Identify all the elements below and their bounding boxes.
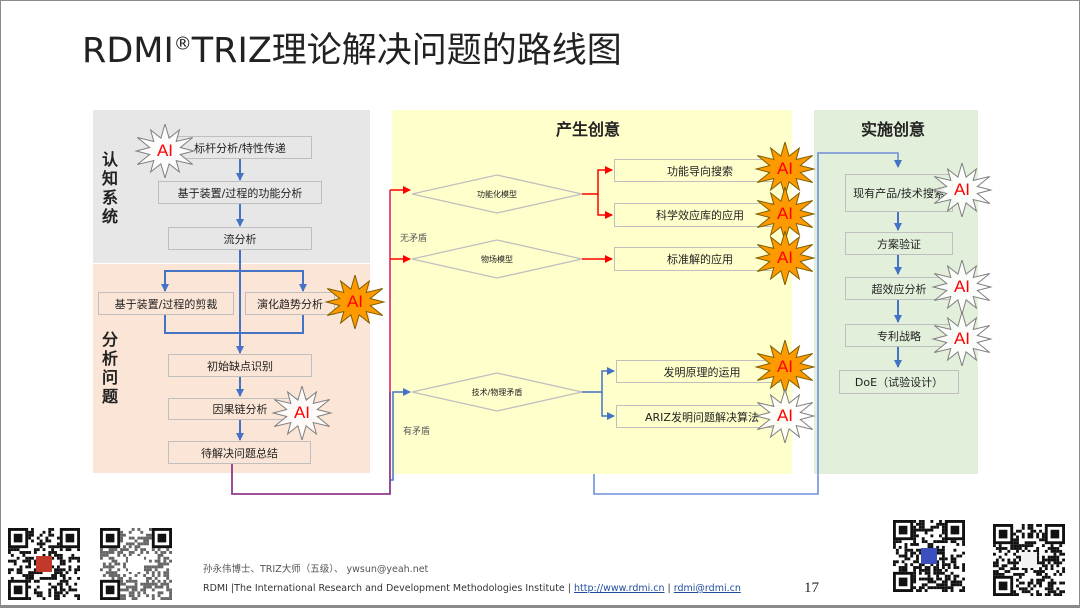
footer-separator: | — [664, 583, 674, 594]
step-patent-strategy: 专利战略 — [845, 324, 953, 347]
step-trimming: 基于装置/过程的剪裁 — [98, 292, 234, 315]
qr-pattern-icon — [8, 528, 80, 600]
starburst-icon — [931, 312, 993, 366]
tool-scientific-effects: 科学效应库的应用 — [614, 203, 786, 227]
ai-label: AI — [293, 403, 311, 422]
registered-mark: ® — [173, 33, 192, 55]
section-title-implement: 实施创意 — [861, 120, 926, 139]
website-link[interactable]: http://www.rdmi.cn — [574, 583, 665, 594]
qr-pattern-icon — [993, 524, 1065, 596]
step-problem-summary: 待解决问题总结 — [168, 441, 311, 464]
ai-label: AI — [953, 277, 971, 296]
ai-burst-standard-solutions: AI — [753, 231, 817, 285]
step-function-analysis: 基于装置/过程的功能分析 — [158, 181, 322, 204]
ai-label: AI — [776, 406, 794, 425]
ai-burst-super-effect: AI — [930, 260, 994, 314]
label-no-contradiction: 无矛盾 — [400, 234, 428, 244]
institute-line: RDMI |The International Research and Dev… — [203, 583, 741, 594]
section-label-cognize: 认知系统 — [101, 150, 118, 226]
tool-ariz: ARIZ发明问题解决算法 — [616, 405, 788, 428]
step-initial-defects: 初始缺点识别 — [168, 354, 312, 377]
ai-burst-ariz: AI — [753, 389, 817, 443]
ai-burst-inventive-principles: AI — [753, 340, 817, 394]
arrow-to-inventive-principles — [582, 367, 615, 393]
starburst-icon — [134, 124, 196, 178]
footer-rule — [0, 605, 1080, 607]
merge-from-evolution — [240, 315, 304, 334]
starburst-icon — [754, 142, 816, 196]
arrow-to-effects-db — [597, 194, 613, 219]
branch-to-trimming — [161, 270, 240, 292]
tool-standard-solutions: 标准解的应用 — [614, 247, 786, 271]
ai-burst-benchmark: AI — [133, 124, 197, 178]
arrow-to-function-search — [582, 166, 613, 195]
ai-burst-function-search: AI — [753, 142, 817, 196]
title-text: TRIZ理论解决问题的路线图 — [191, 31, 622, 71]
author-line: 孙永伟博士、TRIZ大师（五级）、 ywsun@yeah.net — [203, 564, 429, 575]
qr-pattern-icon — [893, 520, 965, 592]
step-evolution-trends: 演化趋势分析 — [245, 292, 335, 315]
ai-label: AI — [776, 159, 794, 178]
arrow-to-ariz — [601, 392, 615, 420]
arrow-to-contradiction — [390, 388, 411, 481]
step-benchmark-analysis: 标杆分析/特性传递 — [168, 136, 312, 159]
step-existing-tech-search: 现有产品/技术搜索 — [845, 174, 953, 212]
title-prefix: RDMI — [82, 31, 174, 71]
slide-title: RDMI®TRIZ理论解决问题的路线图 — [82, 22, 622, 73]
step-causal-chain: 因果链分析 — [168, 398, 312, 420]
tool-inventive-principles: 发明原理的运用 — [616, 360, 788, 383]
institute-name: RDMI |The International Research and Dev… — [203, 583, 575, 594]
step-doe: DoE（试验设计） — [839, 370, 959, 394]
qr-code-3 — [893, 520, 965, 592]
ai-label: AI — [776, 204, 794, 223]
ai-label: AI — [346, 292, 364, 311]
model-contradiction: 技术/物理矛盾 — [471, 388, 523, 397]
section-title-generate: 产生创意 — [556, 120, 621, 139]
tool-function-oriented-search: 功能导向搜索 — [614, 159, 786, 182]
starburst-icon — [931, 163, 993, 217]
ai-label: AI — [776, 357, 794, 376]
ai-label: AI — [156, 141, 174, 160]
branch-to-evolution — [240, 270, 307, 292]
starburst-icon — [754, 231, 816, 285]
starburst-icon — [754, 340, 816, 394]
label-has-contradiction: 有矛盾 — [403, 427, 431, 437]
qr-code-1 — [8, 528, 80, 600]
step-solution-verification: 方案验证 — [845, 232, 953, 255]
starburst-icon — [271, 386, 333, 440]
connector-generate-to-implement — [593, 152, 902, 495]
page-number: 17 — [804, 580, 819, 596]
starburst-icon — [324, 275, 386, 329]
qr-code-2 — [100, 528, 172, 600]
starburst-icon — [931, 260, 993, 314]
ai-label: AI — [776, 248, 794, 267]
ai-burst-effects-db: AI — [753, 187, 817, 241]
section-label-analyze: 分析问题 — [101, 330, 118, 406]
ai-burst-existing-tech: AI — [930, 163, 994, 217]
qr-code-4 — [993, 524, 1065, 596]
ai-burst-causal-chain: AI — [270, 386, 334, 440]
starburst-icon — [754, 187, 816, 241]
email-link[interactable]: rdmi@rdmi.cn — [673, 583, 741, 594]
model-function: 功能化模型 — [477, 190, 517, 199]
merge-from-trimming — [164, 315, 240, 334]
step-super-effect-analysis: 超效应分析 — [845, 277, 953, 300]
qr-pattern-icon — [100, 528, 172, 600]
ai-burst-patent: AI — [930, 312, 994, 366]
ai-label: AI — [953, 329, 971, 348]
step-flow-analysis: 流分析 — [168, 227, 312, 250]
model-su-field: 物场模型 — [481, 255, 513, 264]
starburst-icon — [754, 389, 816, 443]
ai-label: AI — [953, 180, 971, 199]
ai-burst-evolution: AI — [323, 275, 387, 329]
